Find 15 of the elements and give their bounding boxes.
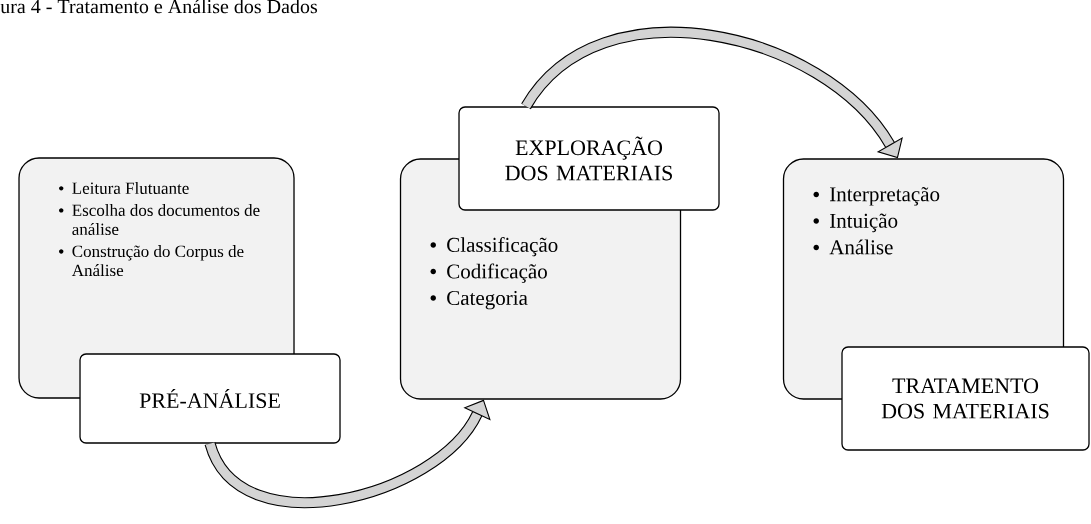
bullet-item: Escolha dos documentos de análise [59, 204, 260, 236]
stage-label: EXPLORAÇÃO DOS MATERIAIS [458, 106, 720, 211]
curved-arrow [521, 26, 903, 159]
stage-label: TRATAMENTO DOS MATERIAIS [841, 346, 1090, 451]
curved-arrow [204, 399, 491, 509]
bullet-item: Intuição [813, 213, 898, 233]
bullet-item: Categoria [430, 290, 528, 310]
bullet-item: Classificação [430, 237, 558, 257]
figure-title: ura 4 - Tratamento e Análise dos Dados [0, 0, 318, 14]
bullet-item: Leitura Flutuante [59, 182, 189, 194]
bullet-item: Análise [813, 239, 893, 255]
stage-label: PRÉ-ANÁLISE [79, 353, 341, 444]
bullet-item: Codificação [430, 263, 547, 283]
bullet-item: Interpretação [813, 187, 940, 206]
bullet-item: Construção do Corpus de Análise [59, 245, 244, 277]
